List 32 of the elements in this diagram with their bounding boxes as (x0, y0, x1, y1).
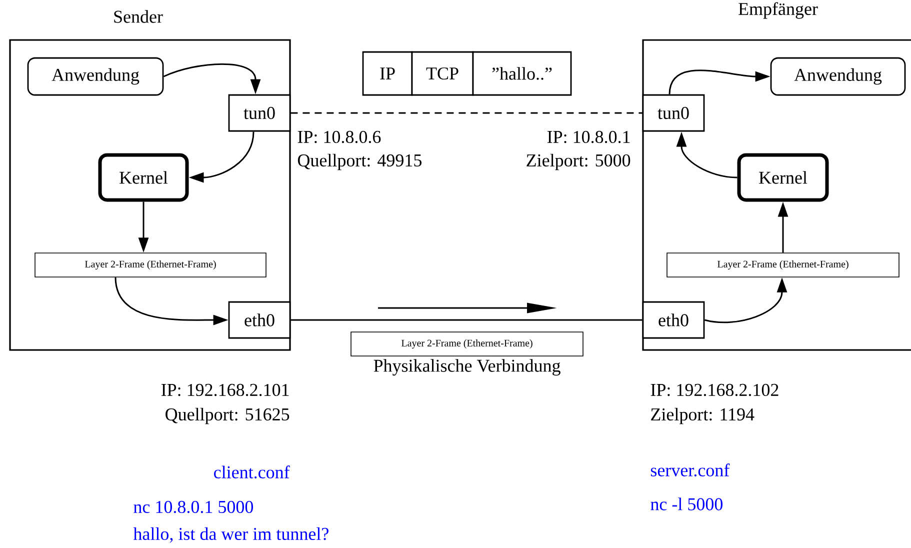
frame-box: Layer 2-Frame (Ethernet-Frame) (350, 332, 584, 356)
frame-box: Layer 2-Frame (Ethernet-Frame) (666, 252, 900, 278)
kernel-box: Kernel (98, 153, 189, 202)
config-text: server.conf (650, 464, 730, 476)
config-text: nc 10.8.0.1 5000 (134, 500, 253, 514)
interface-box: tun0 (642, 94, 705, 132)
address-label: Quellport: 51625 (166, 408, 290, 424)
packet-cell: IP (362, 51, 413, 96)
config-text: nc -l 5000 (650, 498, 722, 510)
address-label: IP: 192.168.2.101 (161, 384, 289, 396)
interface-box: eth0 (642, 301, 705, 339)
connector-line (290, 112, 642, 114)
connector-line (290, 319, 642, 321)
packet-cell: TCP (411, 51, 474, 96)
interface-box: eth0 (228, 301, 291, 339)
link-label: Physikalische Verbindung (374, 359, 560, 376)
config-text: client.conf (214, 466, 290, 478)
packet-cell: ”hallo..” (472, 51, 572, 96)
device-title: Empfänger (738, 2, 818, 19)
interface-box: tun0 (228, 94, 291, 132)
frame-box: Layer 2-Frame (Ethernet-Frame) (34, 252, 266, 278)
address-label: Zielport: 5000 (526, 154, 630, 170)
application-box: Anwendung (770, 57, 906, 96)
address-label: Zielport: 1194 (651, 408, 754, 424)
address-label: IP: 10.8.0.1 (547, 130, 630, 144)
address-label: IP: 10.8.0.6 (298, 130, 381, 144)
application-box: Anwendung (27, 57, 164, 96)
kernel-box: Kernel (737, 153, 829, 202)
config-text: hallo, ist da wer im tunnel? (133, 527, 328, 543)
address-label: Quellport: 49915 (298, 154, 422, 170)
device-title: Sender (114, 10, 163, 23)
address-label: IP: 192.168.2.102 (650, 384, 778, 396)
